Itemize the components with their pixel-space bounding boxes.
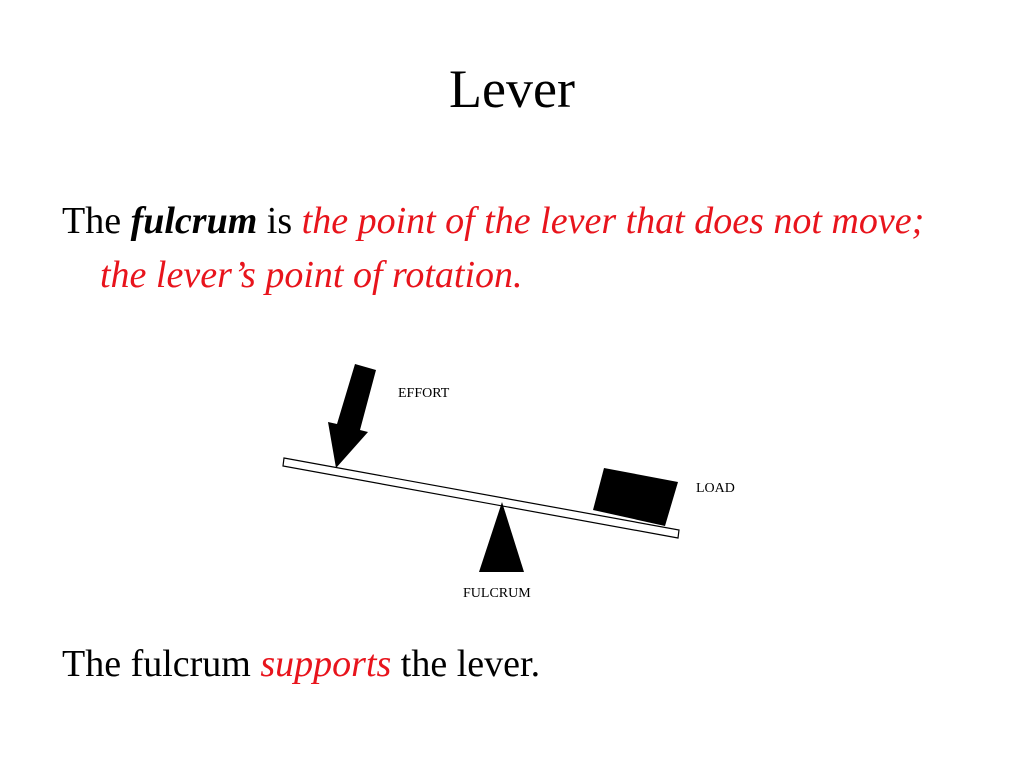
para2-prefix: The fulcrum xyxy=(62,643,261,685)
load-label: LOAD xyxy=(696,481,735,496)
fulcrum-triangle xyxy=(479,502,524,572)
emphasis-supports: supports xyxy=(260,643,392,685)
lever-beam xyxy=(282,457,680,539)
para1-prefix: The xyxy=(62,200,131,242)
lever-diagram: EFFORT LOAD FULCRUM xyxy=(282,364,735,601)
slide-title: Lever xyxy=(449,59,575,119)
para2-suffix: the lever. xyxy=(391,643,541,685)
fulcrum-label: FULCRUM xyxy=(463,586,531,601)
load-block xyxy=(593,468,678,526)
para1-middle: is xyxy=(257,200,302,242)
fulcrum-supports-paragraph: The fulcrum supports the lever. xyxy=(62,640,942,688)
term-fulcrum: fulcrum xyxy=(130,200,258,242)
effort-label: EFFORT xyxy=(398,386,450,401)
effort-arrow-icon xyxy=(328,364,376,468)
fulcrum-definition: the point of the lever that does not mov… xyxy=(100,200,925,296)
fulcrum-definition-paragraph: The fulcrum is the point of the lever th… xyxy=(62,194,980,302)
